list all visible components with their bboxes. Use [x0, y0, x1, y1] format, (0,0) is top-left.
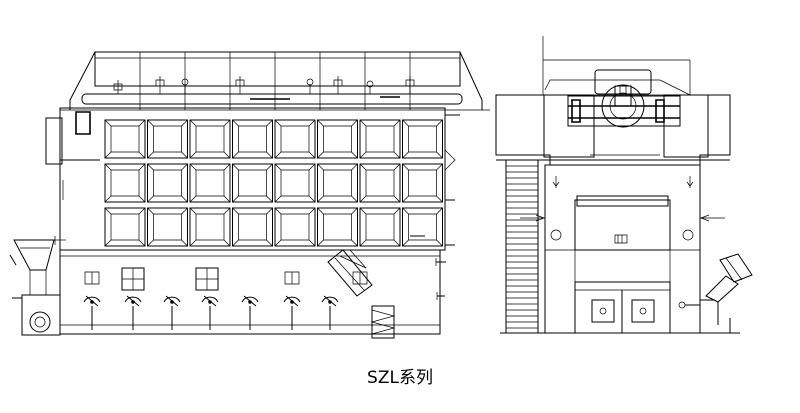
tube-panel [275, 164, 315, 202]
top-valves [114, 76, 414, 94]
tube-panel [190, 208, 230, 246]
tube-panel [105, 164, 145, 202]
ladder [506, 160, 538, 333]
tube-panel [403, 164, 443, 202]
tube-panel [233, 208, 273, 246]
tube-panel [318, 208, 358, 246]
tube-panel-grid [105, 120, 443, 246]
side-elevation-view [10, 52, 490, 338]
air-damper [125, 296, 141, 330]
air-damper [242, 296, 258, 330]
front-main-body [500, 165, 740, 333]
drawing-caption: SZL系列 [367, 368, 433, 388]
boiler-casing [46, 108, 460, 250]
air-dampers [84, 296, 338, 330]
air-damper [202, 296, 218, 330]
tube-panel [360, 120, 400, 158]
furnace-lower-body [60, 250, 440, 338]
tube-panel [190, 120, 230, 158]
top-platform-railing [60, 52, 490, 110]
tube-panel [148, 208, 188, 246]
tube-panel [233, 120, 273, 158]
tube-panel [275, 208, 315, 246]
tube-panel [360, 208, 400, 246]
air-damper [284, 296, 300, 330]
tube-panel [233, 164, 273, 202]
front-upper-casing [496, 95, 730, 165]
air-damper [322, 296, 338, 330]
tube-panel [275, 120, 315, 158]
right-side-pipes [410, 200, 455, 300]
inclined-feeder [679, 254, 752, 333]
tube-panel [148, 120, 188, 158]
tube-panel [318, 164, 358, 202]
air-damper [84, 296, 100, 330]
front-top-structure [543, 36, 700, 127]
tube-panel [403, 208, 443, 246]
tube-panel [360, 164, 400, 202]
tube-panel [318, 120, 358, 158]
tube-panel [105, 208, 145, 246]
tube-panel [105, 120, 145, 158]
front-elevation-view [496, 36, 752, 333]
tube-panel [148, 164, 188, 202]
tube-panel [190, 164, 230, 202]
air-damper [164, 296, 180, 330]
tube-panel [403, 120, 443, 158]
coal-hopper [10, 180, 66, 335]
